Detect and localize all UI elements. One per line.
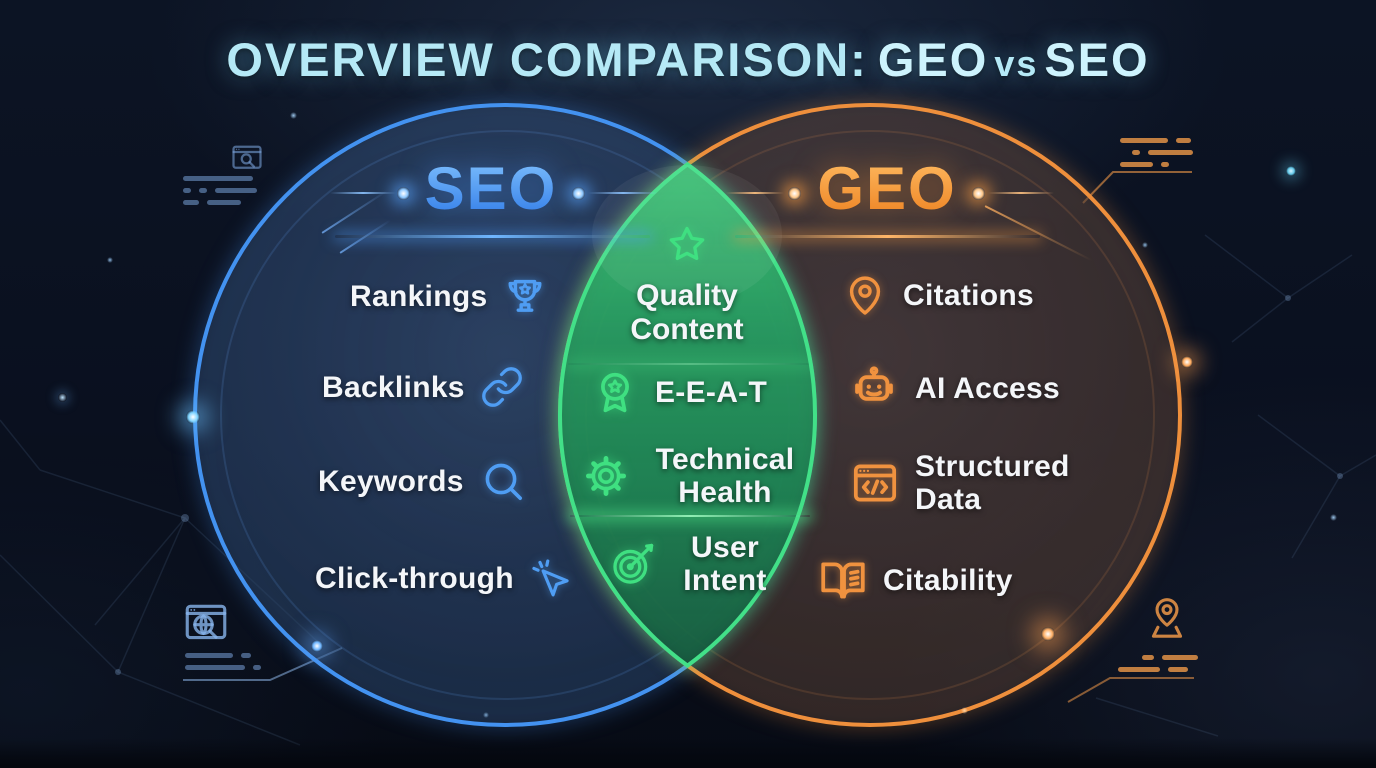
overlap-item-quality-content: Quality Content [602,279,772,346]
item-label: AI Access [915,371,1061,405]
browser-globe-icon [180,598,232,648]
header-line [588,192,658,194]
seo-underline [335,235,650,238]
lens-divider [568,363,813,365]
glow-particle [186,410,200,424]
title-term-geo: GEO [877,33,989,86]
data-dashes [1120,138,1193,167]
header-line [988,192,1054,194]
item-label: Keywords [318,464,464,498]
target-arrow-icon [610,540,658,588]
gear-icon [582,452,630,500]
glow-particle [1181,356,1193,368]
seo-circle-title: SEO [371,154,611,223]
link-icon [480,365,524,409]
glow-particle [58,393,67,402]
glow-dot [972,187,985,200]
item-label: Click-through [315,561,514,595]
glow-particle [1142,242,1148,248]
glow-particle [1330,514,1337,521]
glow-dot [788,187,801,200]
overlap-item-user-intent: User Intent [610,531,777,597]
item-label: Quality Content [630,279,744,346]
magnifier-icon [479,457,527,505]
geo-item-citability: Citability [818,555,1013,605]
glow-particle [311,640,323,652]
award-badge-icon [590,367,640,417]
browser-search-icon [228,140,266,176]
geo-item-citations: Citations [842,272,1034,318]
title-vs: vs [994,43,1039,84]
overlap-item-technical-health: Technical Health [582,443,805,509]
seo-item-rankings: Rankings [350,273,548,319]
seo-item-keywords: Keywords [318,457,527,505]
star-icon [663,222,711,270]
map-pin-icon [842,272,888,318]
glow-dot [572,187,585,200]
item-label: Rankings [350,279,488,313]
item-label: Technical Health [655,443,795,509]
bottom-vignette [0,738,1376,768]
glow-particle [483,712,489,718]
map-pin-platform-icon [1140,592,1194,648]
seo-item-click-through: Click-through [315,555,575,601]
glow-particle [290,112,297,119]
geo-item-structured-data: Structured Data [850,450,1095,516]
item-label: Citations [903,278,1035,312]
geo-circle-title: GEO [767,154,1007,223]
header-line [726,192,784,194]
item-label: Citability [883,563,1013,597]
item-label: Backlinks [322,370,465,404]
geo-item-ai-access: AI Access [848,362,1060,414]
robot-icon [848,362,900,414]
seo-item-backlinks: Backlinks [322,365,524,409]
overlap-item-eeat: E-E-A-T [590,367,767,417]
item-label: Structured Data [915,450,1070,516]
data-dashes [1118,655,1198,672]
glow-dot [397,187,410,200]
glow-particle [961,707,968,714]
glow-particle [107,257,113,263]
item-label: User Intent [683,531,767,597]
title-prefix: OVERVIEW COMPARISON: [226,33,868,86]
data-dashes [183,176,257,205]
cursor-click-icon [529,555,575,601]
code-window-icon [850,458,900,508]
glow-particle [1041,627,1055,641]
lens-divider [570,515,810,517]
overlap-lens [557,161,818,669]
data-dashes [185,653,261,670]
open-book-icon [818,555,868,605]
item-label: E-E-A-T [655,375,768,409]
trophy-icon [502,273,548,319]
title-term-seo: SEO [1044,33,1150,86]
geo-underline [735,235,1040,238]
glow-particle [1286,166,1296,176]
